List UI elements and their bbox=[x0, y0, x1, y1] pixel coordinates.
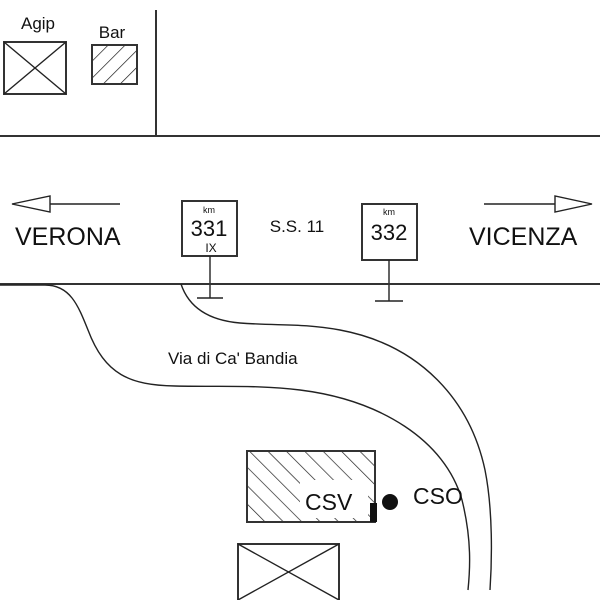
km-marker-332: km 332 bbox=[361, 203, 418, 302]
cso-label: CSO bbox=[413, 483, 463, 509]
entrance-marker-icon bbox=[370, 503, 377, 522]
km-marker-331: km 331 IX bbox=[181, 200, 238, 299]
direction-right: VICENZA bbox=[469, 195, 593, 251]
legend-bar-label: Bar bbox=[99, 23, 126, 42]
legend: Agip Bar bbox=[0, 10, 600, 137]
legend-agip-label: Agip bbox=[21, 14, 55, 33]
crossed-box-icon bbox=[3, 41, 67, 95]
building-csv: CSV bbox=[246, 450, 377, 523]
arrow-right-icon bbox=[484, 195, 593, 213]
km-marker-unit: km bbox=[203, 205, 215, 215]
km-marker-number: 331 bbox=[191, 216, 228, 241]
side-road-left-edge bbox=[0, 284, 471, 591]
point-cso: CSO bbox=[382, 483, 463, 510]
filled-dot-icon bbox=[382, 494, 398, 510]
direction-vicenza-label: VICENZA bbox=[469, 223, 578, 251]
direction-verona-label: VERONA bbox=[15, 223, 121, 251]
csv-label: CSV bbox=[305, 489, 353, 515]
arrow-left-icon bbox=[11, 195, 120, 213]
direction-left: VERONA bbox=[11, 195, 121, 251]
side-road-name: Via di Ca' Bandia bbox=[168, 349, 298, 368]
side-road-right-edge bbox=[180, 283, 493, 591]
building-lower bbox=[237, 543, 340, 600]
km-marker-number: 332 bbox=[371, 220, 408, 245]
km-marker-unit: km bbox=[383, 207, 395, 217]
road-name: S.S. 11 bbox=[270, 217, 325, 236]
legend-agip: Agip bbox=[3, 14, 67, 95]
hatched-box-icon bbox=[91, 44, 138, 85]
legend-bar: Bar bbox=[91, 23, 138, 85]
km-marker-sub: IX bbox=[205, 241, 216, 255]
